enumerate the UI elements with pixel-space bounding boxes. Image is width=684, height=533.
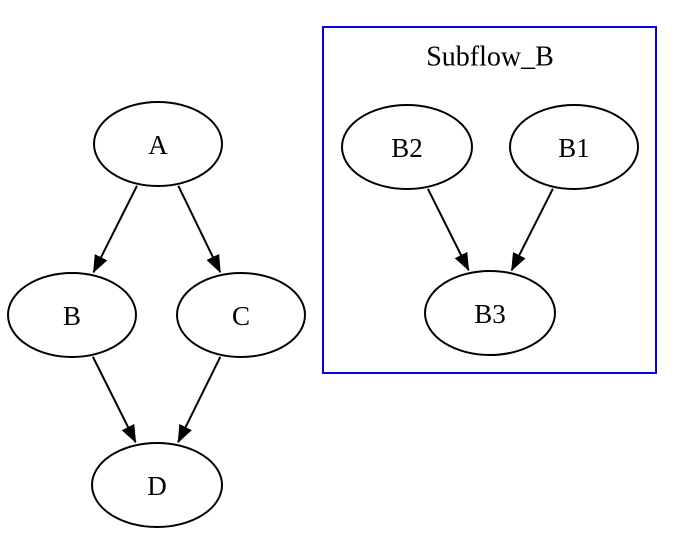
node-B2 <box>341 104 473 190</box>
node-C <box>176 272 306 358</box>
node-label-B3: B3 <box>474 299 506 329</box>
node-B3 <box>424 270 556 356</box>
cluster-label: Subflow_B <box>426 42 554 73</box>
node-B <box>7 272 137 358</box>
node-label-C: C <box>232 301 250 331</box>
node-B1 <box>509 104 639 190</box>
edge-B-D <box>91 356 137 444</box>
node-D <box>91 442 223 528</box>
node-label-B1: B1 <box>558 133 590 163</box>
edge-B2-B3 <box>427 188 470 272</box>
node-label-B: B <box>63 301 81 331</box>
cluster-layer: Subflow_B <box>322 26 657 374</box>
edge-B1-B3 <box>510 188 554 272</box>
edge-layer <box>91 185 554 444</box>
node-A <box>93 101 223 187</box>
edge-A-C <box>177 185 222 274</box>
node-label-B2: B2 <box>391 133 423 163</box>
node-label-A: A <box>148 130 168 160</box>
node-label-D: D <box>147 471 167 501</box>
edge-C-D <box>177 356 222 444</box>
cluster-box <box>322 26 657 374</box>
edge-A-B <box>92 185 138 274</box>
